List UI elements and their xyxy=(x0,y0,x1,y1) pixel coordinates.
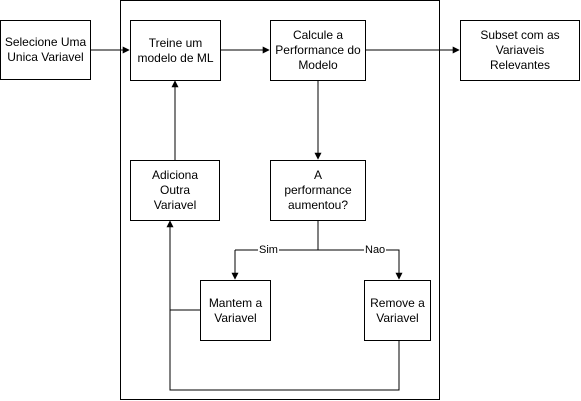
train-model-label: Treine um modelo de ML xyxy=(137,35,214,65)
edge-keep-to-add xyxy=(166,220,200,311)
keep-variable-label: Mantem a Variavel xyxy=(208,295,263,325)
edge-label-yes: Sim xyxy=(258,244,279,256)
remove-variable-box: Remove a Variavel xyxy=(364,280,431,341)
relevant-subset-box: Subset com as Variaveis Relevantes xyxy=(460,20,580,81)
add-variable-label: Adiciona Outra Variavel xyxy=(151,168,199,212)
edge-remove-to-add xyxy=(169,310,400,391)
keep-variable-box: Mantem a Variavel xyxy=(200,280,271,341)
performance-decision-label: A performance aumentou? xyxy=(284,168,352,212)
compute-performance-box: Calcule a Performance do Modelo xyxy=(270,20,366,81)
add-variable-box: Adiciona Outra Variavel xyxy=(130,160,220,221)
edge-label-no: Nao xyxy=(364,244,387,256)
edge-no-to-remove xyxy=(318,249,403,280)
select-variable-label: Selecione Uma Unica Variavel xyxy=(4,35,87,64)
relevant-subset-label: Subset com as Variaveis Relevantes xyxy=(480,28,560,72)
remove-variable-label: Remove a Variavel xyxy=(370,295,425,325)
compute-performance-label: Calcule a Performance do Modelo xyxy=(275,28,361,72)
train-model-box: Treine um modelo de ML xyxy=(130,20,221,81)
performance-decision-box: A performance aumentou? xyxy=(270,160,366,221)
loop-container xyxy=(120,0,440,400)
select-variable-box: Selecione Uma Unica Variavel xyxy=(0,20,91,80)
